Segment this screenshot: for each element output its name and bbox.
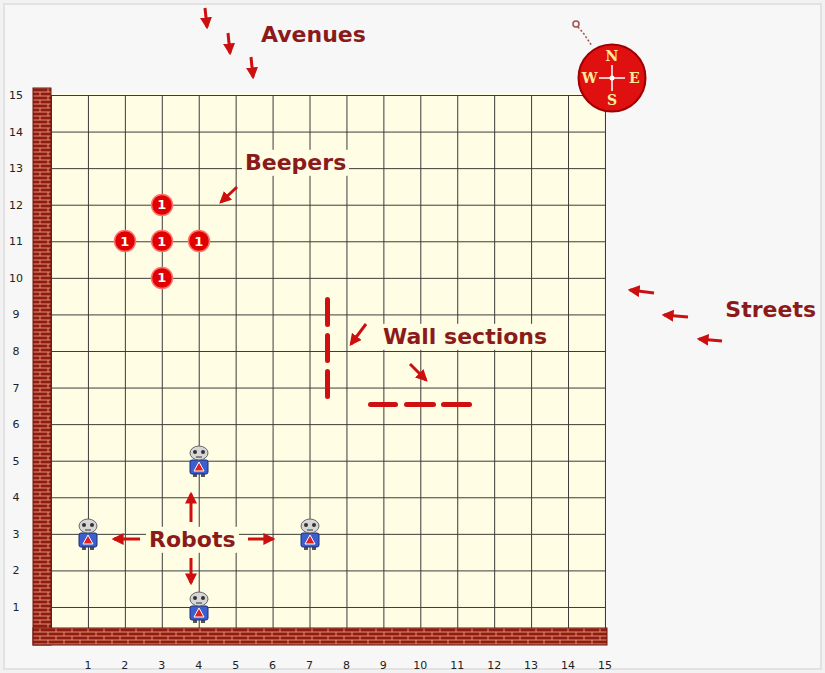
compass-pin [610, 76, 615, 81]
avenue-number: 7 [306, 660, 313, 671]
compass-letter: W [582, 71, 598, 85]
street-number: 3 [13, 528, 20, 539]
avenue-number: 11 [450, 660, 464, 671]
street-number: 1 [13, 602, 20, 613]
beeper: 1 [187, 229, 211, 253]
brick-wall [33, 88, 51, 645]
avenue-number: 9 [380, 660, 387, 671]
avenue-number: 6 [269, 660, 276, 671]
avenue-number: 1 [84, 660, 91, 671]
wall-section [325, 297, 472, 407]
beeper: 1 [150, 193, 174, 217]
avenue-number: 2 [121, 660, 128, 671]
street-number: 6 [13, 419, 20, 430]
brick-wall [33, 628, 607, 645]
beeper-count: 1 [157, 271, 166, 284]
beeper-count: 1 [194, 235, 203, 248]
avenue-number: 3 [158, 660, 165, 671]
beeper-count: 1 [120, 235, 129, 248]
street-number: 15 [9, 90, 23, 101]
street-number: 12 [9, 199, 23, 210]
avenue-number: 10 [413, 660, 427, 671]
callout-label: Streets [722, 297, 819, 323]
leader-arrow [114, 8, 722, 583]
compass-rose: NW ES [577, 43, 647, 113]
avenue-number: 5 [232, 660, 239, 671]
disc [114, 231, 135, 252]
avenue-number: 8 [343, 660, 350, 671]
beeper: 1 [113, 229, 137, 253]
disc [151, 194, 172, 215]
disc [151, 267, 172, 288]
avenue-number: 15 [598, 660, 612, 671]
disc [188, 231, 209, 252]
street-number: 10 [9, 272, 23, 283]
avenue-number: 14 [561, 660, 575, 671]
avenue-number: 13 [524, 660, 538, 671]
street-number: 7 [13, 382, 20, 393]
callout-label: Wall sections [380, 324, 550, 350]
beeper: 1 [150, 266, 174, 290]
street-number: 9 [13, 309, 20, 320]
grid-edge [605, 95, 606, 629]
street-grid [51, 95, 606, 629]
callout-label: Avenues [258, 22, 369, 48]
compass-letter: S [607, 93, 617, 107]
compass-chain [573, 21, 592, 46]
beeper-count: 1 [157, 198, 166, 211]
beeper-count: 1 [157, 235, 166, 248]
street-number: 5 [13, 455, 20, 466]
street-number: 14 [9, 126, 23, 137]
compass-cross [599, 65, 625, 91]
street-number: 8 [13, 346, 20, 357]
avenue-number: 12 [487, 660, 501, 671]
world-ground [51, 93, 606, 629]
compass-letter: N [606, 49, 619, 63]
street-number: 4 [13, 492, 20, 503]
callout-label: Beepers [242, 150, 349, 176]
beeper: 1 [150, 229, 174, 253]
disc [151, 231, 172, 252]
street-number: 13 [9, 163, 23, 174]
page-frame [4, 4, 821, 669]
street-number: 11 [9, 236, 23, 247]
avenue-number: 4 [195, 660, 202, 671]
disc [579, 45, 646, 112]
robot-icon [79, 446, 319, 623]
callout-label: Robots [146, 527, 239, 553]
street-number: 2 [13, 565, 20, 576]
compass-letter: E [629, 71, 640, 85]
